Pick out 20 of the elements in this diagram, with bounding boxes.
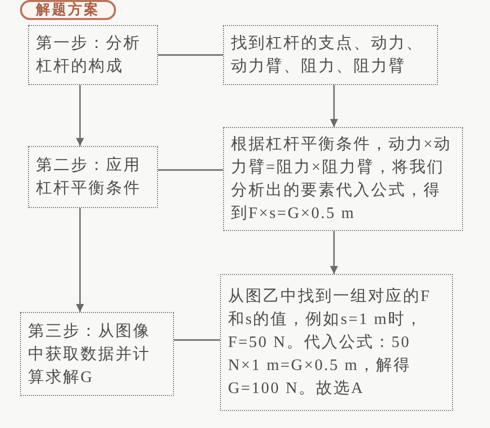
section-heading: 解题方案 (20, 0, 116, 20)
dotted-box (28, 146, 158, 208)
dotted-box (223, 25, 438, 85)
step-text: 第三步：从图像中获取数据并计算求解G (28, 322, 152, 388)
dotted-box (20, 312, 174, 396)
connector-line (158, 169, 223, 171)
step-text: 第一步：分析杠杆的构成 (36, 34, 142, 77)
arrow (330, 85, 338, 127)
connector-line (174, 339, 220, 341)
arrow (76, 85, 84, 146)
step-text: 找到杠杆的支点、动力、动力臂、阻力、阻力臂 (231, 34, 424, 77)
dotted-box (220, 274, 453, 411)
step-text: 从图乙中找到一组对应的F和s的值，例如s=1 m时，F=50 N。代入公式：50 N×1 m=G×0.5 m，解得G=100 N。故选A (228, 286, 432, 399)
step-text: 根据杠杆平衡条件，动力×动力臂=阻力×阻力臂，将我们分析出的要素代入公式，得到F×s=G×0.5 m (231, 134, 453, 224)
connector-line (158, 54, 223, 56)
dotted-box (28, 25, 158, 85)
arrow (330, 231, 338, 274)
dotted-box (223, 127, 463, 231)
step-text: 第二步：应用杠杆平衡条件 (36, 156, 142, 199)
arrow (76, 208, 84, 312)
